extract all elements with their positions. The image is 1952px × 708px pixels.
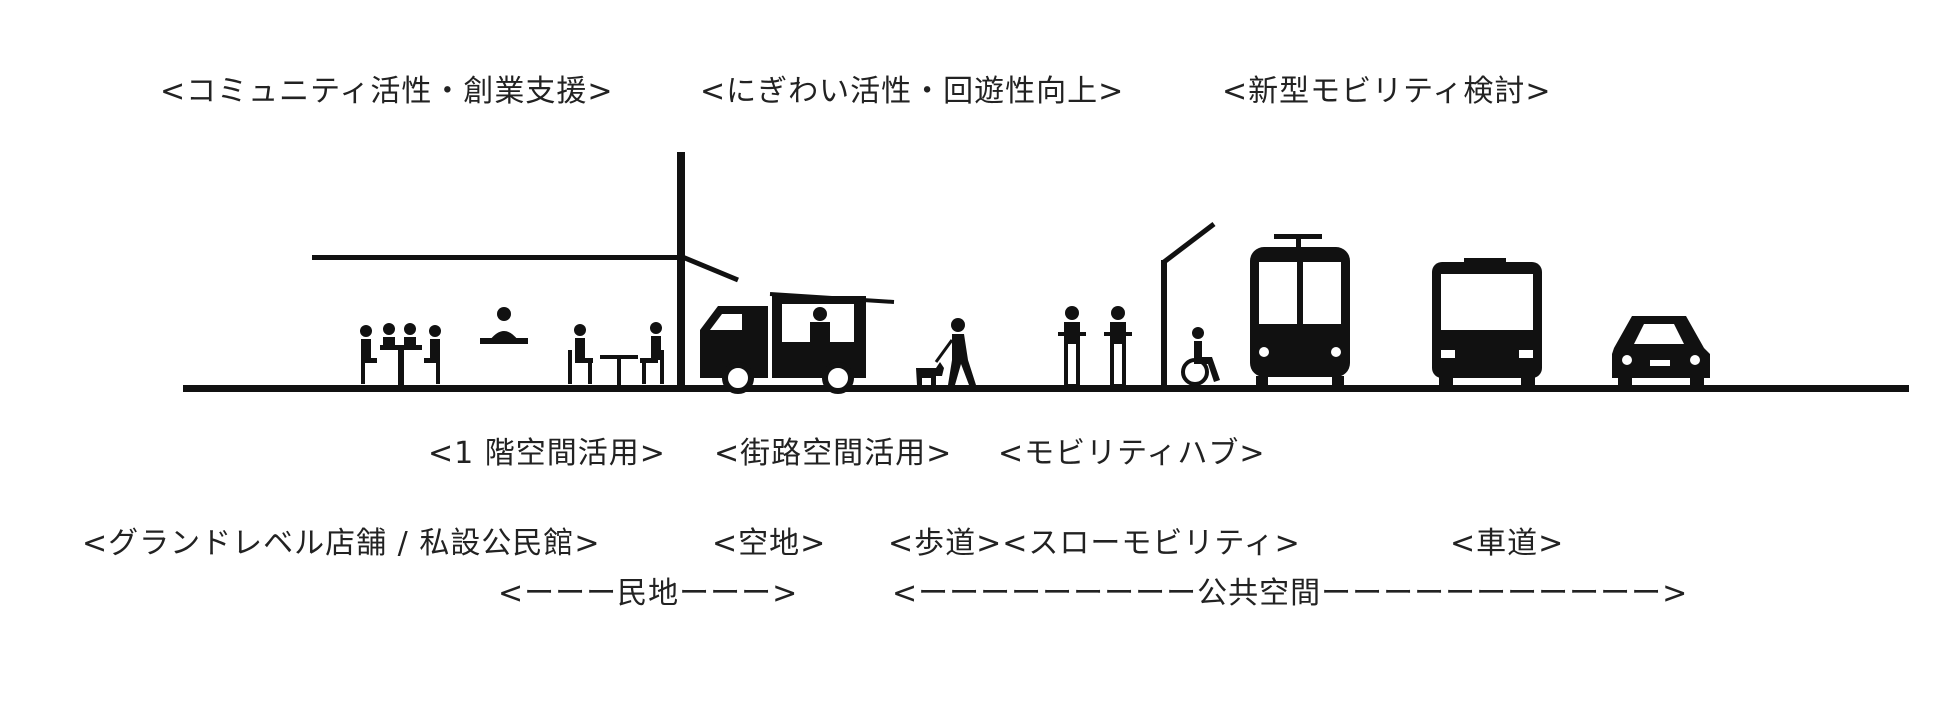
food-truck-icon (700, 292, 895, 394)
car-icon (1612, 316, 1710, 386)
dog-walker-icon (916, 318, 976, 385)
building-facade (312, 152, 739, 388)
tram-icon (1250, 234, 1350, 386)
cyclists-icon (1058, 306, 1132, 388)
label-street-space-use: <街路空間活用> (714, 436, 953, 471)
label-private-land: <ーーー民地ーーー> (498, 576, 799, 611)
label-roadway: <車道> (1450, 526, 1565, 561)
label-ground-level-shops: <グランドレベル店舗 / 私設公民館> (82, 526, 601, 561)
shelter-icon (1161, 222, 1216, 388)
bus-icon (1432, 258, 1542, 386)
wheelchair-user-icon (1181, 327, 1220, 386)
label-vacant-lot: <空地> (712, 526, 827, 561)
label-first-floor-use: <1 階空間活用> (428, 436, 666, 471)
label-mobility-hub: <モビリティハブ> (998, 436, 1266, 471)
label-public-space: <ーーーーーーーーー公共空間ーーーーーーーーーーー> (892, 576, 1689, 611)
meeting-table-icon (360, 323, 441, 385)
label-liveliness-circulation: <にぎわい活性・回遊性向上> (700, 74, 1125, 109)
reception-desk-icon (480, 307, 528, 344)
label-new-mobility: <新型モビリティ検討> (1222, 74, 1552, 109)
label-sidewalk-slow-mobility: <歩道><スローモビリティ> (888, 526, 1301, 561)
ground-line (183, 385, 1909, 392)
cafe-seating-icon (568, 322, 664, 385)
label-community-activation: <コミュニティ活性・創業支援> (160, 74, 614, 109)
